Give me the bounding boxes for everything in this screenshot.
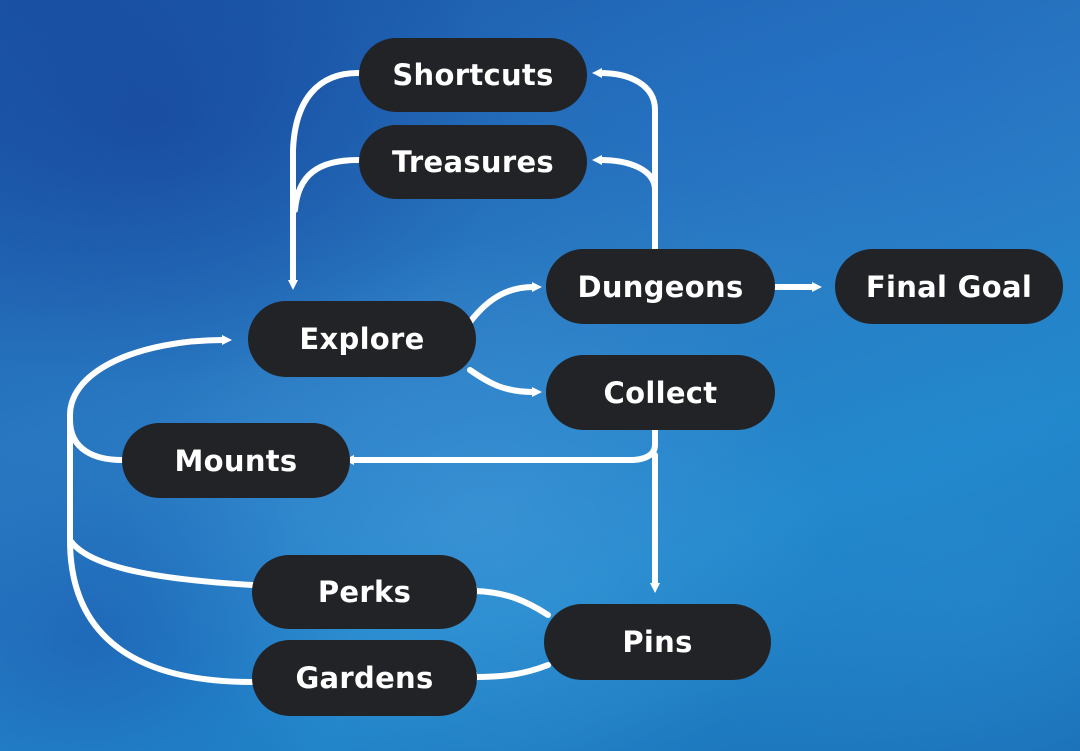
edge-explore-collect — [467, 367, 542, 397]
node-final-goal: Final Goal — [835, 249, 1063, 324]
node-pins: Pins — [544, 604, 771, 680]
edge-perks-explore — [67, 537, 255, 588]
edge-dungeons-shortcuts — [592, 68, 658, 253]
edge-dungeons-treasures — [592, 155, 658, 193]
edge-treasures-explore — [292, 157, 361, 213]
node-shortcuts: Shortcuts — [359, 38, 587, 112]
node-collect: Collect — [546, 355, 775, 430]
edge-shortcuts-explore — [288, 70, 361, 290]
node-explore: Explore — [248, 301, 476, 377]
edge-gardens-explore — [67, 537, 255, 685]
edge-pins-perks — [467, 586, 551, 618]
edge-mounts-explore — [67, 417, 125, 463]
edge-pins-gardens — [467, 662, 551, 682]
node-treasures: Treasures — [359, 125, 587, 199]
node-dungeons: Dungeons — [546, 249, 775, 324]
edge-collect-mounts — [344, 427, 658, 465]
edge-explore-dungeons — [467, 282, 542, 325]
node-gardens: Gardens — [252, 640, 477, 716]
node-mounts: Mounts — [122, 423, 350, 498]
node-perks: Perks — [252, 555, 477, 629]
edge-loop-explore — [67, 335, 232, 543]
